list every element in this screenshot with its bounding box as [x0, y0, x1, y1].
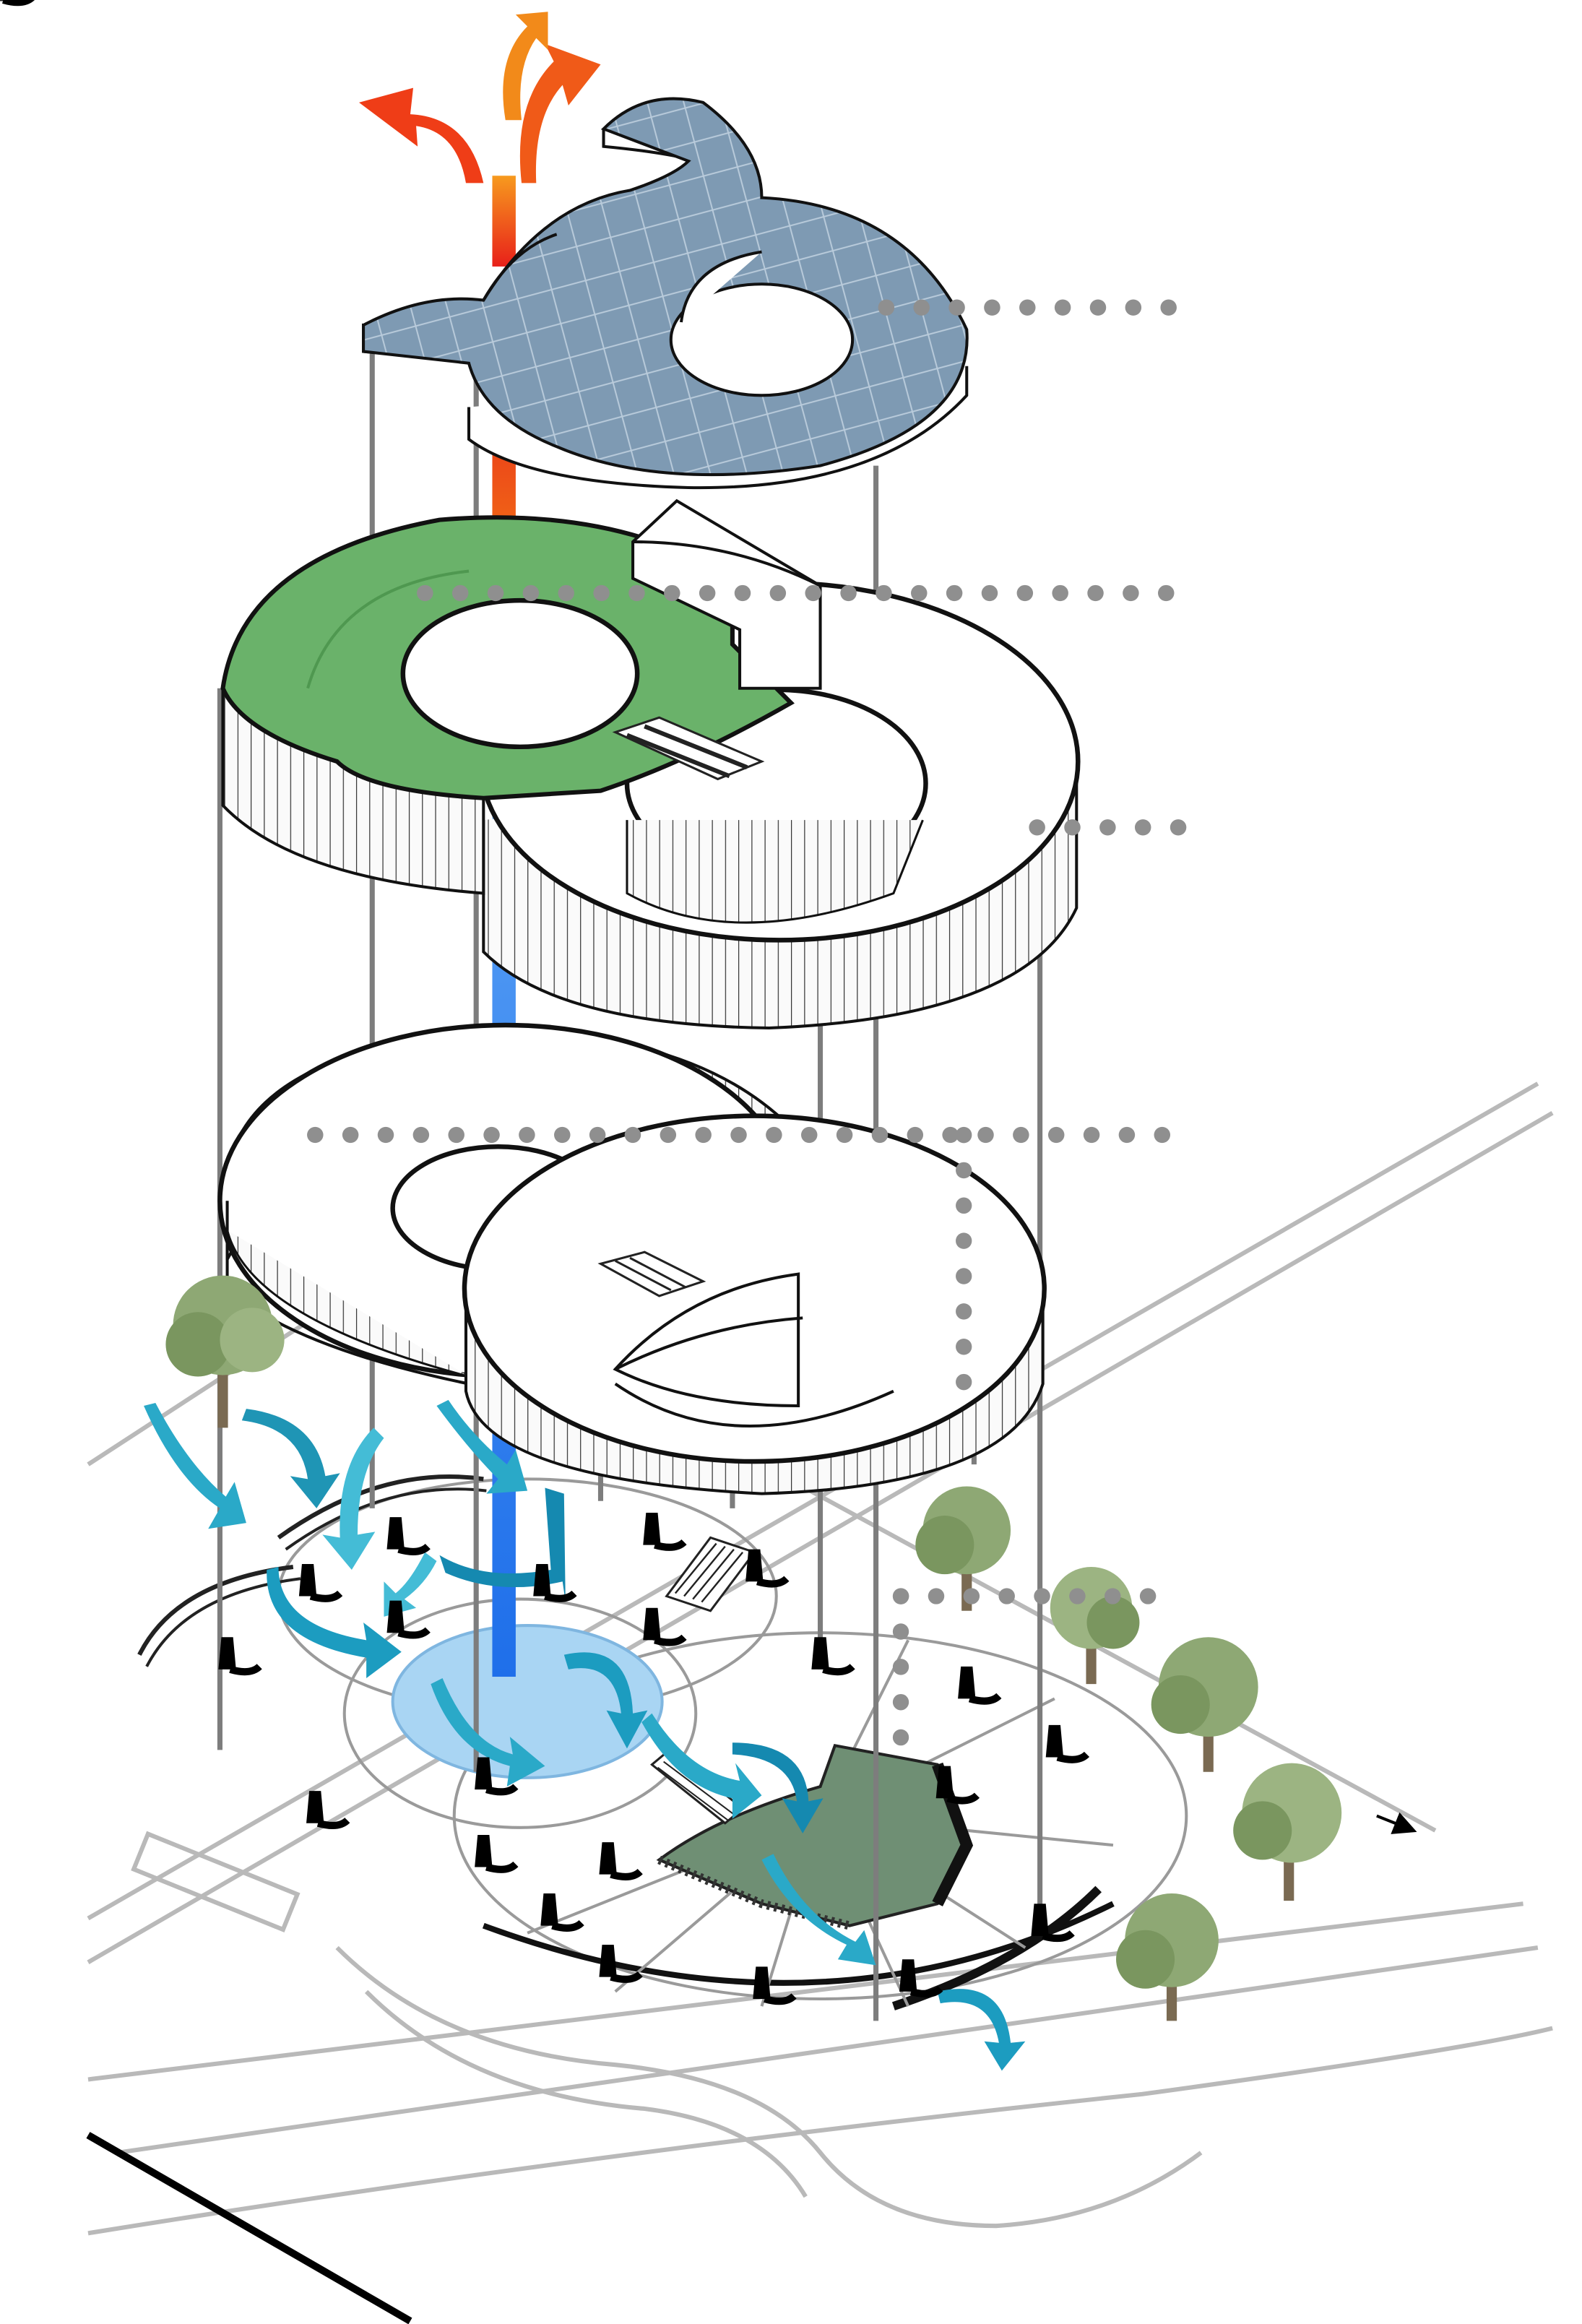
green-roof-level — [220, 498, 822, 800]
upper-floor-ring — [221, 580, 1081, 1030]
tree-icon — [1050, 1566, 1140, 1685]
wind-flow-arrows — [144, 1399, 1026, 2071]
leader-lines — [307, 299, 1195, 1766]
roof-layer — [362, 97, 969, 490]
tree-icon — [1116, 1893, 1219, 2021]
hot-air-chimney — [492, 176, 516, 267]
tree-icon — [1233, 1763, 1342, 1901]
trees — [165, 1275, 1342, 2021]
north-arrow-icon — [1376, 1812, 1417, 1834]
column-footings — [0, 0, 35, 7]
middle-floor-ring — [217, 1022, 1047, 1495]
tree-icon — [165, 1275, 285, 1428]
ground-plaza — [137, 1474, 1188, 2010]
footing-set — [218, 1513, 1086, 2001]
tree-icon — [1151, 1637, 1258, 1772]
hot-air-exhaust-arrows — [359, 12, 601, 183]
